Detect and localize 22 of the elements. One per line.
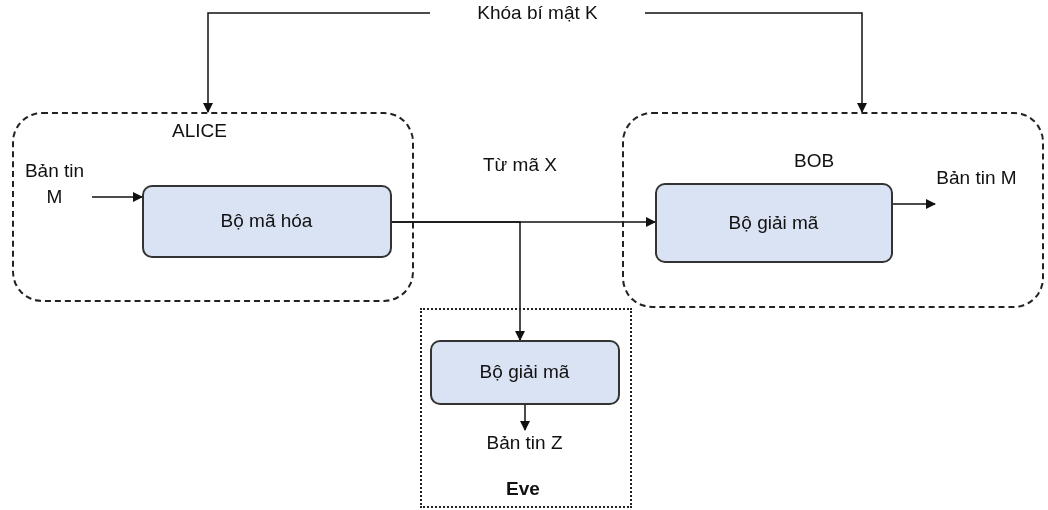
process-box <box>654 182 893 263</box>
text-label: Bản tin M <box>17 157 92 210</box>
process-box <box>429 339 620 405</box>
arrow <box>91 192 143 202</box>
arrow <box>520 404 530 431</box>
text-label: Khóa bí mật K <box>430 0 645 26</box>
dotted-group-box <box>420 308 632 508</box>
arrow <box>644 12 867 113</box>
dashed-group-box <box>622 112 1044 308</box>
arrow <box>892 199 936 209</box>
arrow <box>391 221 525 341</box>
box-label: Bộ giải mã <box>728 211 819 234</box>
group-title: Eve <box>506 478 540 500</box>
text-label: Bản tin M <box>934 164 1019 217</box>
arrow <box>203 12 431 113</box>
text-label: Bản tin Z <box>464 429 585 456</box>
group-title: BOB <box>794 150 835 172</box>
group-title: ALICE <box>172 120 227 142</box>
dashed-group-box <box>12 112 414 302</box>
process-box <box>141 184 392 258</box>
box-label: Bộ giải mã <box>479 361 570 383</box>
box-label: Bộ mã hóa <box>220 210 313 232</box>
